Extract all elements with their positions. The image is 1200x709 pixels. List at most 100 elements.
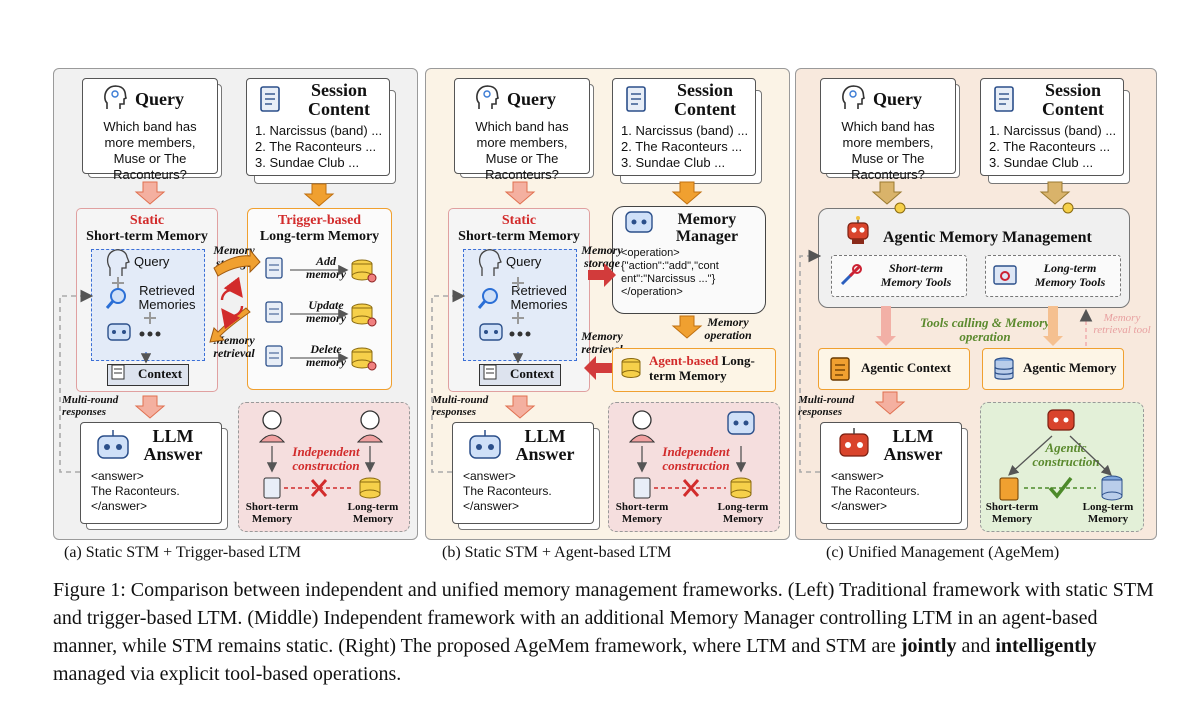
caption-lead: Figure 1: Comparison between independent… [53,579,1154,657]
document-icon [259,85,281,118]
stm-query-item: Query [134,254,170,269]
session-card: Session Content 1. Narcissus (band) ... … [612,78,756,176]
stm-static-label: Static [129,213,165,228]
session-item: 1. Narcissus (band) ... [989,123,1117,138]
ltm-title: Long-term Memory [259,229,380,244]
stm-title: Short-term Memory [458,229,580,244]
session-card: Session Content 1. Narcissus (band) ... … [980,78,1124,176]
session-item: 2. The Raconteurs ... [621,139,743,154]
agentic-memory-label: Agentic Memory [1023,360,1117,375]
construction-label: Agentic construction [1032,440,1100,469]
session-title: Session Content [674,80,736,119]
session-item: 3. Sundae Club ... [621,155,726,170]
multi-round-label: Multi-round responses [62,394,119,418]
stm-retrieved-item: Retrieved Memories [138,283,196,312]
caption-tail: managed via explicit tool-based operatio… [53,663,402,685]
llm-answer-card: LLM Answer <answer> The Raconteurs. </an… [820,422,962,524]
agent-ltm-label: Agent-based Long-term Memory [649,353,773,383]
session-items: 1. Narcissus (band) ... 2. The Raconteur… [621,123,748,171]
session-title: Session Content [308,80,370,119]
code-line: ent":"Narcissus ..."} [621,273,716,285]
session-item: 2. The Raconteurs ... [989,139,1111,154]
answer-text: The Raconteurs. [91,484,180,498]
session-items: 1. Narcissus (band) ... 2. The Raconteur… [255,123,382,171]
long-term-label: Long-term Memory [347,501,399,525]
query-title: Query [873,89,922,109]
session-item: 1. Narcissus (band) ... [255,123,383,138]
ltm-op-delete: Delete memory [306,342,346,369]
caption-mid: and [956,635,996,657]
ltm-op-update: Update memory [306,298,346,325]
llm-title: LLM Answer [883,426,943,464]
trigger-ltm-box: Trigger-based Long-term Memory Add memor… [247,208,392,390]
query-title: Query [135,89,184,109]
llm-answer-card: LLM Answer <answer> The Raconteurs. </an… [452,422,594,524]
construction-label: Independent construction [292,444,360,473]
figure-caption: Figure 1: Comparison between independent… [53,576,1163,688]
short-term-label: Short-term Memory [985,501,1039,525]
llm-answer-body: <answer> The Raconteurs. </answer> [831,469,920,514]
stm-inner-box: Query Retrieved Memories [463,249,577,361]
static-stm-box: Static Short-term Memory Query Retrieved… [448,208,590,392]
answer-open-tag: <answer> [463,469,516,483]
query-text: Which band has more members, Muse or The… [841,119,935,182]
answer-open-tag: <answer> [91,469,144,483]
database-icon [991,356,1017,387]
answer-close-tag: </answer> [463,499,520,513]
ltm-tools-box: Long-term Memory Tools [985,255,1121,297]
stm-inner-box: Query Retrieved Memories [91,249,205,361]
independent-construction-box: Independent construction Short-term Memo… [238,402,410,532]
memory-storage-label: Memory storage [581,243,623,270]
agent-based-label: Agent-based [649,353,719,368]
session-item: 3. Sundae Club ... [989,155,1094,170]
context-box: Context [107,364,189,386]
agentic-context-label: Agentic Context [861,360,951,375]
short-term-label: Short-term Memory [615,501,669,525]
session-item: 3. Sundae Club ... [255,155,360,170]
stm-title: Short-term Memory [86,229,208,244]
answer-open-tag: <answer> [831,469,884,483]
memory-retrieval-label: Memory retrieval [213,333,255,360]
settings-window-icon [992,262,1018,293]
robot-agent-icon [843,215,873,250]
answer-close-tag: </answer> [831,499,888,513]
agentic-management-box: Agentic Memory Management Short-term Mem… [818,208,1130,308]
session-items: 1. Narcissus (band) ... 2. The Raconteur… [989,123,1116,171]
memory-operation-label: Memory operation [704,315,752,342]
agentic-context-box: Agentic Context [818,348,970,390]
query-text: Which band has more members, Muse or The… [475,119,569,182]
tools-calling-label: Tools calling & Memory operation [920,315,1050,344]
long-term-label: Long-term Memory [717,501,769,525]
panel-c-label: (c) Unified Management (AgeMem) [826,544,1060,561]
code-line: </operation> [621,286,683,298]
tools-icon [838,262,864,293]
answer-text: The Raconteurs. [463,484,552,498]
agentic-title: Agentic Memory Management [883,229,1092,246]
agentic-construction-box: Agentic construction Short-term Memory L… [980,402,1144,532]
ltm-trigger-label: Trigger-based [277,213,362,228]
context-label: Context [510,366,555,381]
document-icon [625,85,647,118]
llm-answer-card: LLM Answer <answer> The Raconteurs. </an… [80,422,222,524]
memory-storage-label: Memory storage [213,243,255,270]
document-icon [993,85,1015,118]
notepad-icon [829,356,851,387]
ltm-op-add: Add memory [306,254,346,281]
answer-close-tag: </answer> [91,499,148,513]
caption-bold-jointly: jointly [900,635,957,657]
session-card: Session Content 1. Narcissus (band) ... … [246,78,390,176]
thinking-head-icon [103,83,129,121]
context-box: Context [479,364,561,386]
panel-a-label: (a) Static STM + Trigger-based LTM [64,544,301,561]
stm-static-label: Static [501,213,537,228]
session-item: 2. The Raconteurs ... [255,139,377,154]
long-term-label: Long-term Memory [1082,501,1134,525]
query-text: Which band has more members, Muse or The… [103,119,197,182]
agent-ltm-box: Agent-based Long-term Memory [612,348,776,392]
thinking-head-icon [841,83,867,118]
agentic-memory-box: Agentic Memory [982,348,1124,390]
code-line: <operation> [621,247,680,259]
caption-bold-intelligently: intelligently [995,635,1097,657]
independent-construction-box: Independent construction Short-term Memo… [608,402,780,532]
llm-title: LLM Answer [143,426,203,464]
